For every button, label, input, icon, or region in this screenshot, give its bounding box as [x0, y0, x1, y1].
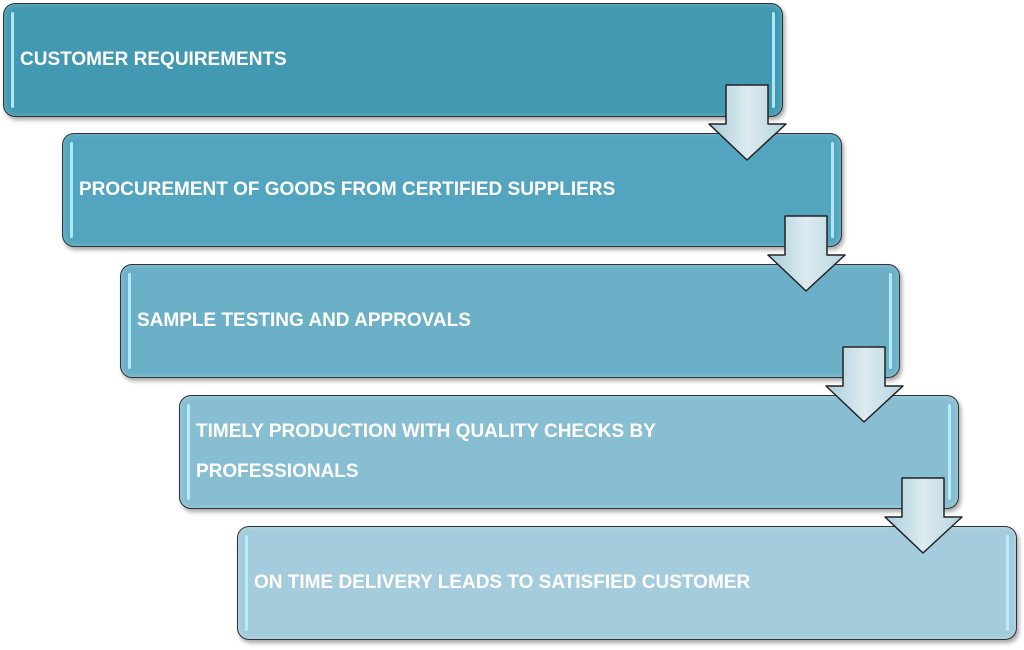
- highlight-left: [245, 535, 248, 631]
- highlight-right: [772, 12, 775, 108]
- down-arrow-icon: [825, 346, 904, 423]
- highlight-left: [128, 273, 131, 369]
- step-label: PROCUREMENT OF GOODS FROM CERTIFIED SUPP…: [79, 179, 616, 200]
- step-label: TIMELY PRODUCTION WITH QUALITY CHECKS BY…: [196, 421, 656, 482]
- highlight-right: [948, 404, 951, 500]
- step-label: CUSTOMER REQUIREMENTS: [20, 49, 287, 70]
- highlight-left: [187, 404, 190, 500]
- step-customer-requirements: CUSTOMER REQUIREMENTS: [3, 3, 783, 117]
- highlight-right: [1006, 535, 1009, 631]
- down-arrow-icon: [708, 84, 787, 161]
- down-arrow-icon: [767, 215, 846, 292]
- step-timely-production: TIMELY PRODUCTION WITH QUALITY CHECKS BY…: [179, 395, 959, 509]
- highlight-left: [70, 142, 73, 238]
- highlight-left: [11, 12, 14, 108]
- step-label: SAMPLE TESTING AND APPROVALS: [137, 310, 471, 331]
- step-sample-testing: SAMPLE TESTING AND APPROVALS: [120, 264, 900, 378]
- step-on-time-delivery: ON TIME DELIVERY LEADS TO SATISFIED CUST…: [237, 526, 1017, 640]
- step-procurement: PROCUREMENT OF GOODS FROM CERTIFIED SUPP…: [62, 133, 842, 247]
- down-arrow-icon: [884, 477, 963, 554]
- step-label: ON TIME DELIVERY LEADS TO SATISFIED CUST…: [254, 572, 751, 593]
- highlight-right: [831, 142, 834, 238]
- highlight-right: [889, 273, 892, 369]
